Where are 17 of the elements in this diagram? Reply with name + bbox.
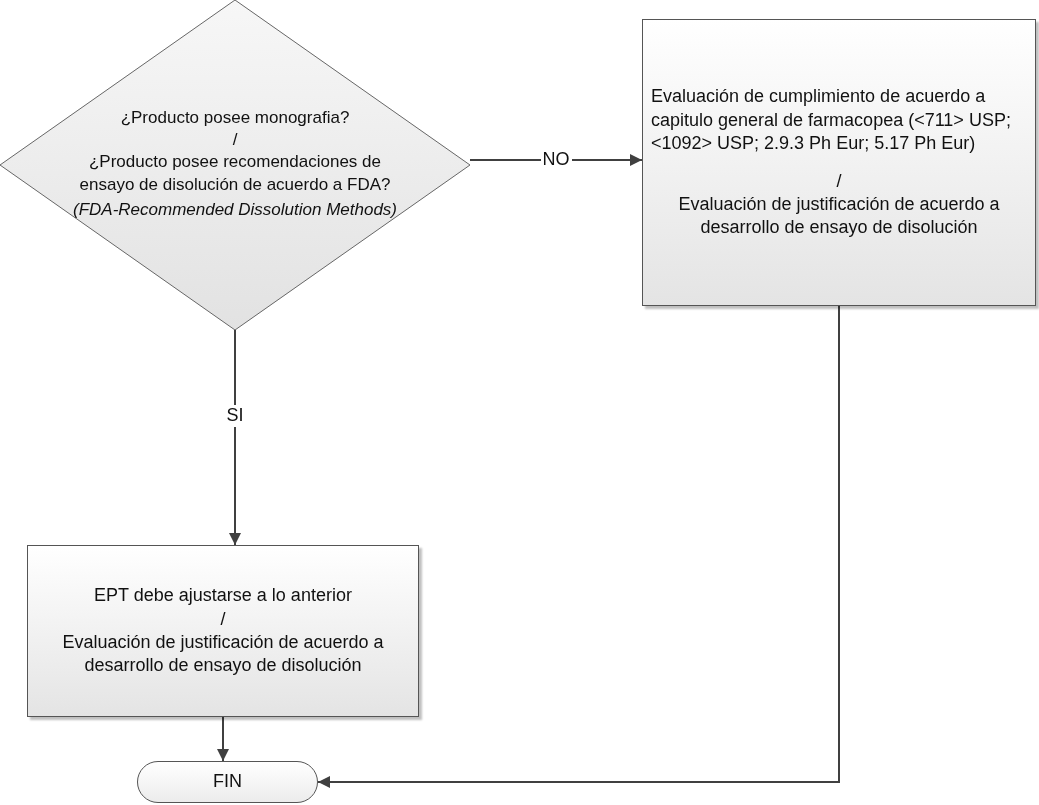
node-text: (FDA-Recommended Dissolution Methods) [71,198,399,221]
node-text: Evaluación de cumplimiento de acuerdo a capitulo general de farmacopea (<711> USP; <1092> USP; 2.9.3 Ph Eur; 5.17 Ph Eur) [651,85,1012,156]
node-text: / [220,607,226,631]
process-box [642,19,1036,306]
node-text: / [231,129,239,152]
node-text: Evaluación de justificación de acuerdo a desarrollo de ensayo de disolución [61,631,385,678]
node-text: FIN [213,770,242,794]
node-text: / [836,169,842,193]
arrow [229,329,241,546]
node-text: Evaluación de justificación de acuerdo a desarrollo de ensayo de disolución [677,192,1001,240]
node-text: EPT debe ajustarse a lo anterior [94,584,352,608]
node-text: ¿Producto posee recomendaciones de ensayo de disolución de acuerdo a FDA? [78,151,392,196]
node-text: ¿Producto posee monografia? [119,107,351,130]
process-box [27,545,419,717]
terminal-shape [137,761,318,803]
arrow [317,305,840,788]
arrow [217,716,229,762]
